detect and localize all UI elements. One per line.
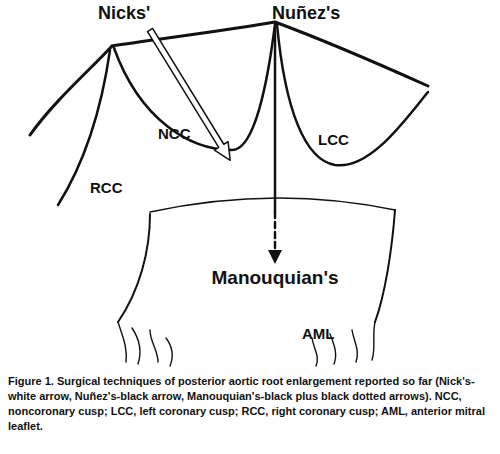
chordae [118,322,375,366]
technique-label: Nicks' [98,4,150,24]
black-arrow-shaft [274,28,277,212]
figure-caption: Figure 1. Surgical techniques of posteri… [8,374,492,434]
dotted-arrow-shaft [274,212,277,252]
leaflet-label: AML [302,326,335,343]
mitral-outline [375,210,395,322]
noncoronary-cusp [114,24,275,150]
cusp-label: RCC [90,180,123,197]
arrow-head [268,250,282,264]
cusp-label: LCC [318,132,349,149]
left-coronary-cusp [277,24,428,165]
technique-label: Nuñez's [272,4,340,24]
technique-label: Manouquian's [212,268,339,289]
white-arrow [143,26,237,165]
annulus-arc [150,198,395,212]
mitral-outline [118,214,150,322]
cusp-label: NCC [158,126,191,143]
aortic-wall [30,46,112,135]
